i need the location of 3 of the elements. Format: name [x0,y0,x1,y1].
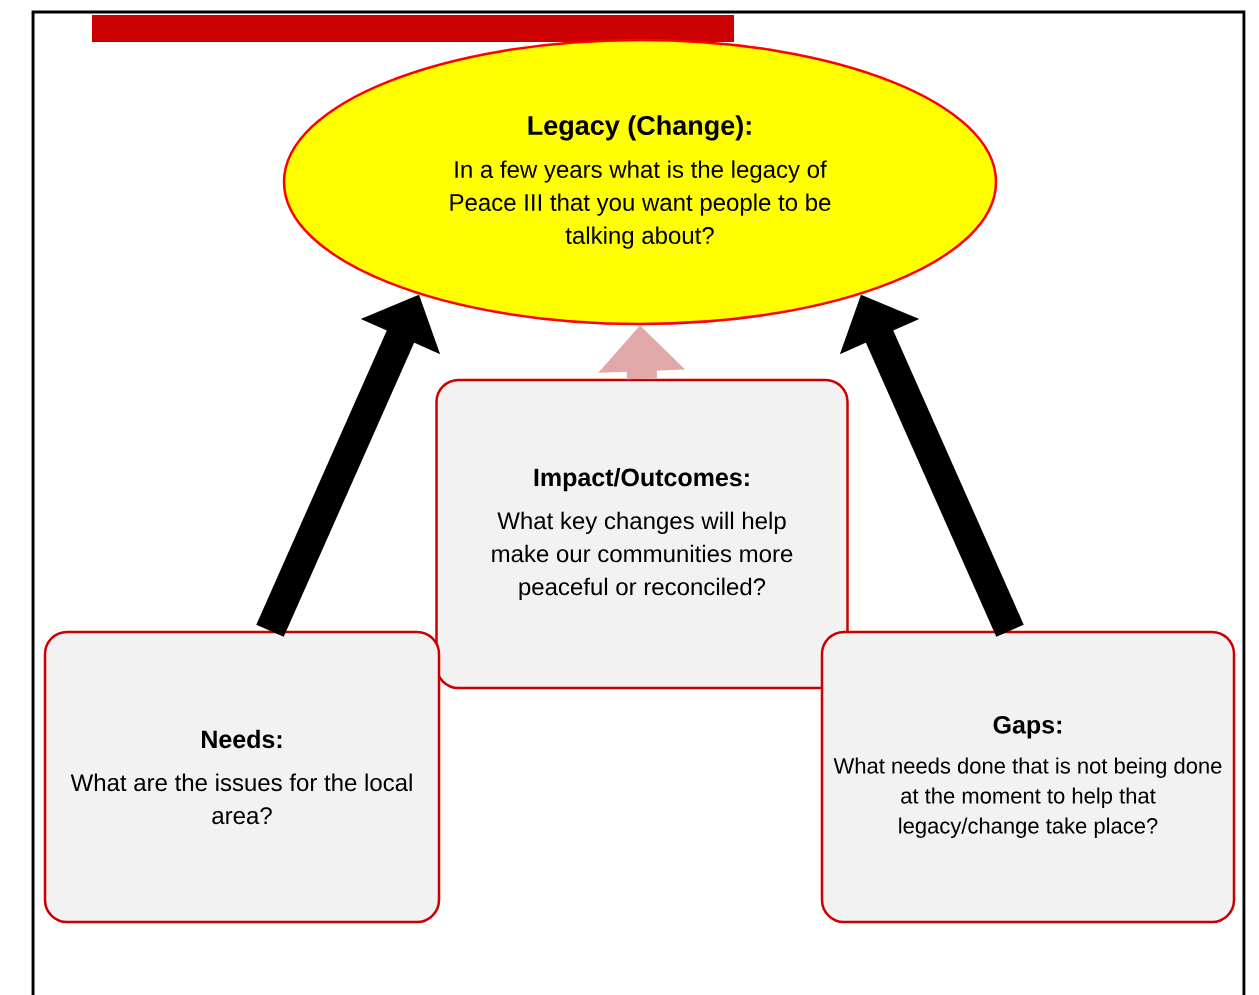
process-box: Gaps: What needs done that is not being done at the moment to help that legacy/change take place? [820,630,1236,924]
process-box: Impact/Outcomes: What key changes will help make our communities more peaceful or reconciled? [435,378,849,690]
process-box: Needs: What are the issues for the local area? [43,630,441,924]
